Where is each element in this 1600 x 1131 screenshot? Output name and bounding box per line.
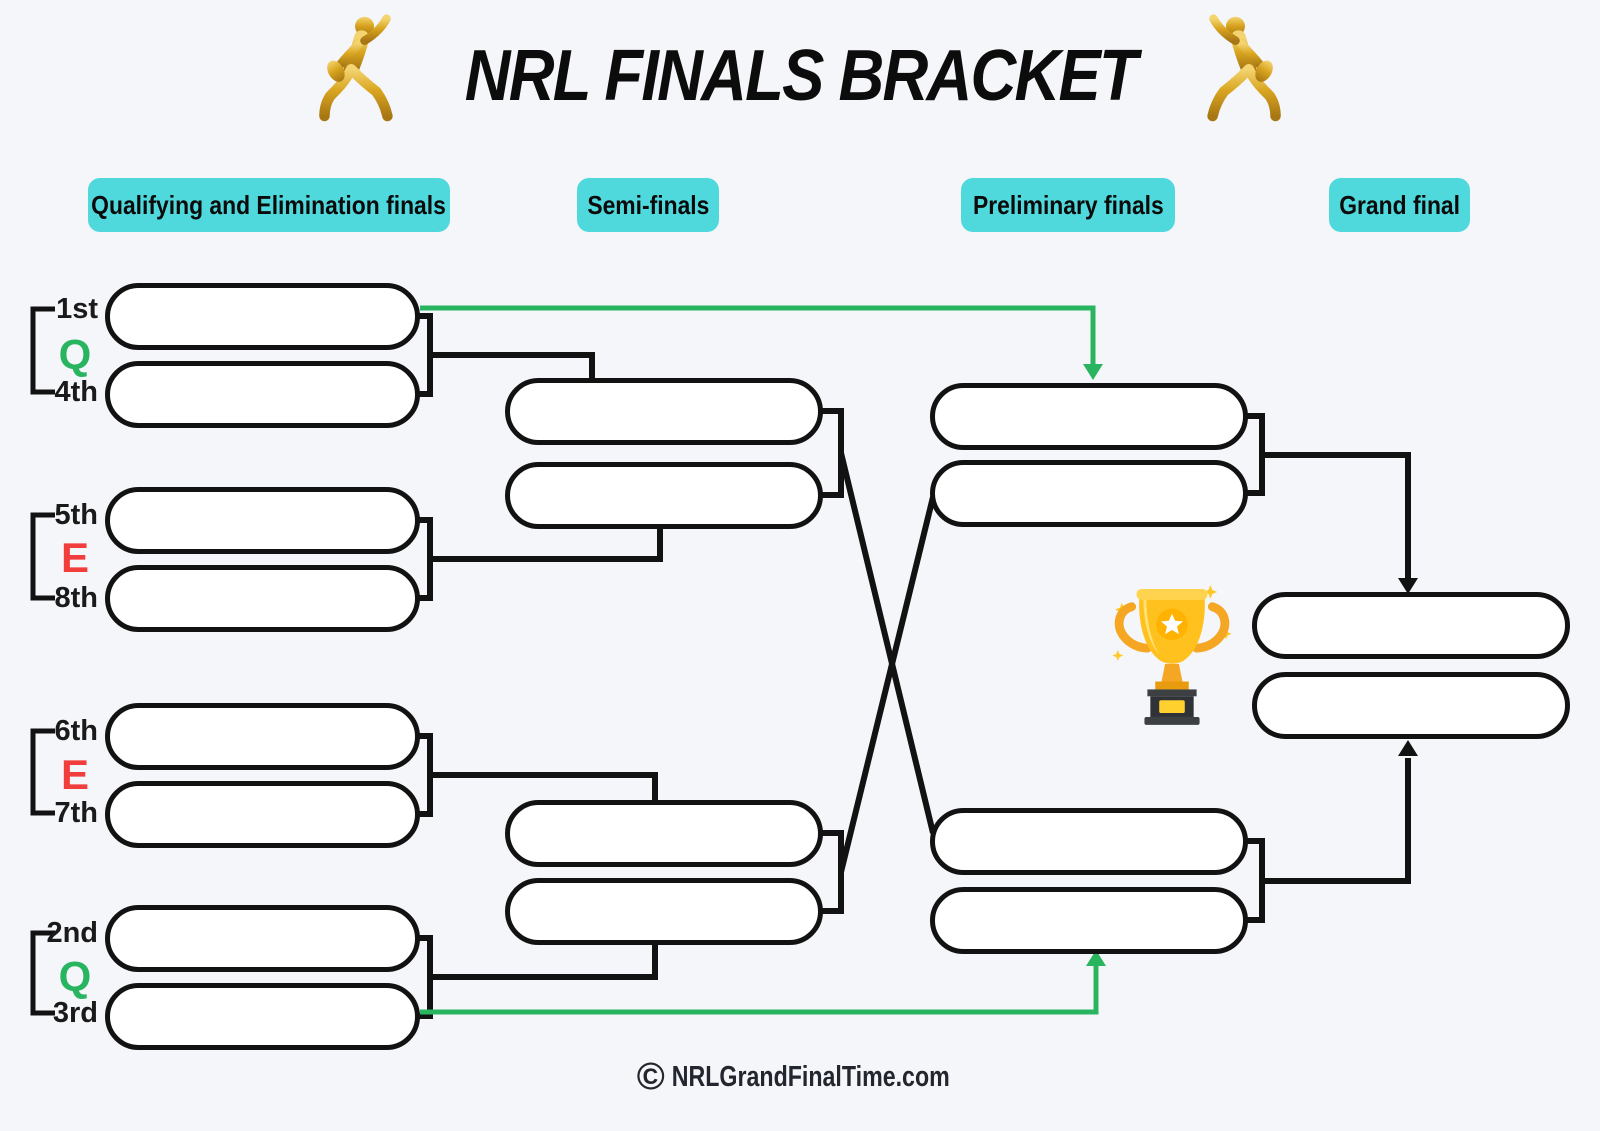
team-slot-pf1-bottom — [930, 460, 1248, 527]
team-slot-sf2-top — [505, 800, 823, 867]
seed-label-1st: 1st — [56, 293, 98, 325]
page-title: NRL FINALS BRACKET — [464, 36, 1137, 116]
team-slot-sf2-bottom — [505, 878, 823, 945]
footer: © NRLGrandFinalTime.com — [637, 1058, 1020, 1096]
sf2-to-pf1-diagonal — [838, 496, 936, 873]
column-header-grand-final: Grand final — [1329, 178, 1470, 232]
team-slot-sf1-top — [505, 378, 823, 445]
sf1-bracket — [820, 408, 844, 498]
green-line-1st-to-pf1 — [420, 305, 1096, 366]
title-banner: NRL FINALS BRACKET — [0, 6, 1600, 146]
column-header-preliminary: Preliminary finals — [961, 178, 1175, 232]
team-slot-ef2-top — [105, 703, 420, 770]
sf1-to-pf2-diagonal — [838, 452, 936, 834]
team-slot-gf-top — [1252, 592, 1570, 659]
seed-label-3rd: 3rd — [52, 997, 98, 1029]
match-type-q1: Q — [58, 331, 92, 378]
team-slot-ef2-bottom — [105, 781, 420, 848]
team-slot-qf2-top — [105, 905, 420, 972]
green-line-3rd-to-pf2 — [420, 964, 1099, 1015]
seed-label-7th: 7th — [54, 797, 99, 829]
team-slot-gf-bottom — [1252, 672, 1570, 739]
match-type-e2: E — [60, 751, 89, 798]
column-header-qualifying: Qualifying and Elimination finals — [88, 178, 450, 232]
team-slot-pf2-top — [930, 808, 1248, 875]
connector-pf2-to-gf — [1246, 758, 1411, 923]
team-slot-qf2-bottom — [105, 983, 420, 1050]
team-slot-pf1-top — [930, 383, 1248, 450]
seed-label-2nd: 2nd — [46, 917, 98, 949]
match-type-q2: Q — [58, 953, 92, 1000]
team-slot-ef1-bottom — [105, 565, 420, 632]
black-arrowhead-up — [1398, 740, 1418, 756]
connector-qf2-to-sf2 — [418, 935, 658, 1019]
rugby-player-icon-left — [318, 14, 393, 122]
column-header-semifinals: Semi-finals — [577, 178, 719, 232]
sf2-bracket — [820, 830, 844, 914]
team-slot-ef1-top — [105, 487, 420, 554]
team-slot-qf1-bottom — [105, 361, 420, 428]
seed-label-5th: 5th — [54, 499, 99, 531]
green-arrowhead-down — [1083, 364, 1103, 380]
rugby-player-icon-right — [1207, 14, 1282, 122]
match-type-e1: E — [60, 534, 89, 581]
seed-label-6th: 6th — [54, 715, 99, 747]
trophy-icon — [1112, 585, 1232, 725]
team-slot-sf1-bottom — [505, 462, 823, 529]
connector-pf1-to-gf — [1246, 413, 1411, 580]
team-slot-pf2-bottom — [930, 887, 1248, 954]
copyright-icon: © — [636, 1056, 665, 1098]
seed-label-8th: 8th — [54, 582, 99, 614]
connector-ef1-to-sf1 — [418, 517, 663, 601]
team-slot-qf1-top — [105, 283, 420, 350]
seed-label-4th: 4th — [54, 376, 99, 408]
footer-site-text: NRLGrandFinalTime.com — [671, 1060, 950, 1093]
